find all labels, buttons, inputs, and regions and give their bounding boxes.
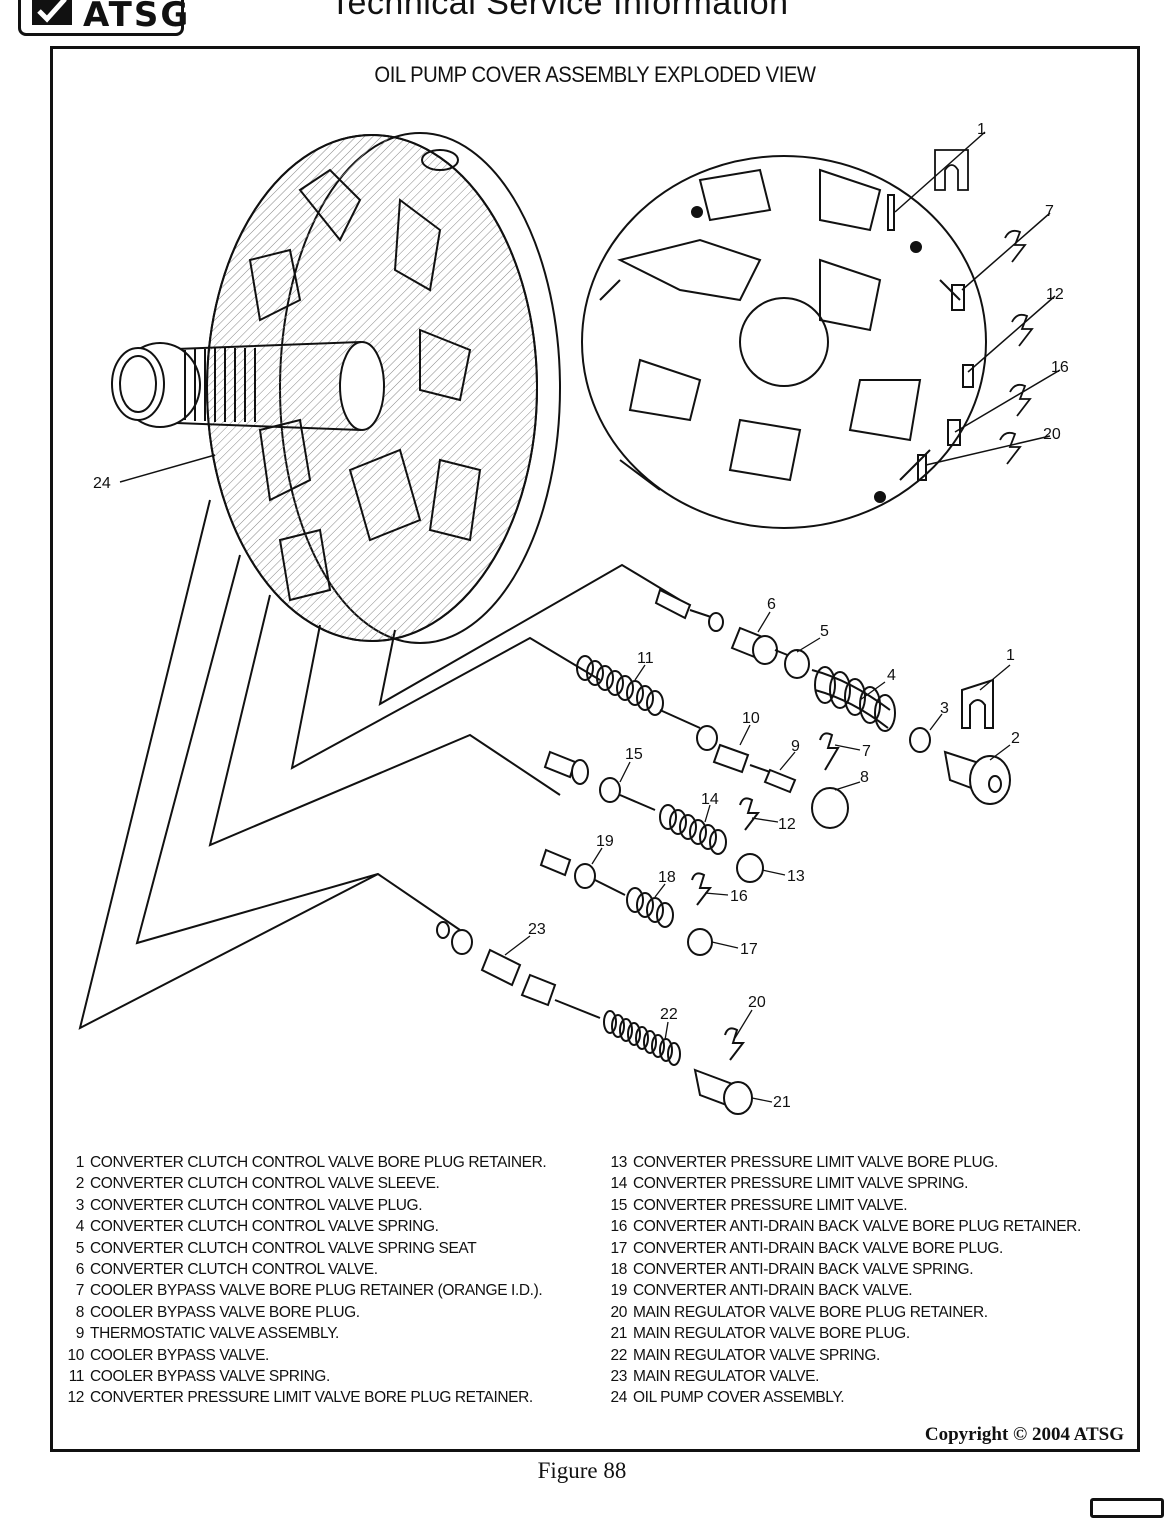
callout-13: 13 <box>787 868 805 885</box>
callout-14: 14 <box>701 791 719 808</box>
page-number-box <box>1090 1498 1164 1518</box>
callout-16-top: 16 <box>1051 359 1069 376</box>
valve-leaders <box>504 611 1011 1103</box>
callout-7-bottom: 7 <box>862 743 871 760</box>
page-header-title: Technical Service Information <box>330 0 789 22</box>
callout-21: 21 <box>773 1094 791 1111</box>
callout-19: 19 <box>596 833 614 850</box>
face-leaders <box>119 131 1061 483</box>
callout-6: 6 <box>767 596 776 613</box>
pressure-limit-valve-train <box>543 750 764 883</box>
callout-20-top: 20 <box>1043 426 1061 443</box>
callout-15: 15 <box>625 746 643 763</box>
atsg-logo: ATSG <box>18 0 188 36</box>
pump-cover-face <box>581 155 987 529</box>
logo-text: ATSG <box>83 0 191 35</box>
callout-18: 18 <box>658 869 676 886</box>
callout-22: 22 <box>660 1006 678 1023</box>
callout-12-bottom: 12 <box>778 816 796 833</box>
callout-10: 10 <box>742 710 760 727</box>
callout-3: 3 <box>940 700 949 717</box>
callout-4: 4 <box>887 667 896 684</box>
converter-clutch-valve-train <box>654 588 1011 805</box>
cooler-bypass-valve-train <box>576 655 849 829</box>
bore-outlines <box>78 499 681 1030</box>
callout-5: 5 <box>820 623 829 640</box>
callout-24: 24 <box>93 475 111 492</box>
callout-1-top: 1 <box>977 121 986 138</box>
pump-cover-assembly <box>111 132 561 644</box>
callout-7-top: 7 <box>1045 203 1054 220</box>
callout-17: 17 <box>740 941 758 958</box>
figure-title: OIL PUMP COVER ASSEMBLY EXPLODED VIEW <box>374 62 816 87</box>
callout-11: 11 <box>637 650 654 667</box>
figure-frame <box>50 46 1140 1452</box>
exploded-view-diagram: 1 7 12 16 20 24 6 5 11 4 1 10 3 2 9 7 15… <box>78 121 1069 1115</box>
callout-23: 23 <box>528 921 546 938</box>
anti-drain-back-valve-train <box>539 848 713 956</box>
callout-8: 8 <box>860 769 869 786</box>
callout-2: 2 <box>1011 730 1020 747</box>
figure-caption: Figure 88 <box>537 1458 627 1483</box>
main-regulator-valve-train <box>436 921 753 1115</box>
callout-1-bottom: 1 <box>1006 647 1015 664</box>
copyright-notice: Copyright © 2004 ATSG <box>924 1424 1124 1445</box>
callout-20-bottom: 20 <box>748 994 766 1011</box>
callout-16-bottom: 16 <box>730 888 748 905</box>
callout-labels: 1 7 12 16 20 24 6 5 11 4 1 10 3 2 9 7 15… <box>93 121 1069 1111</box>
checkmark-icon <box>32 0 72 25</box>
callout-12-top: 12 <box>1046 286 1064 303</box>
callout-9: 9 <box>791 738 800 755</box>
